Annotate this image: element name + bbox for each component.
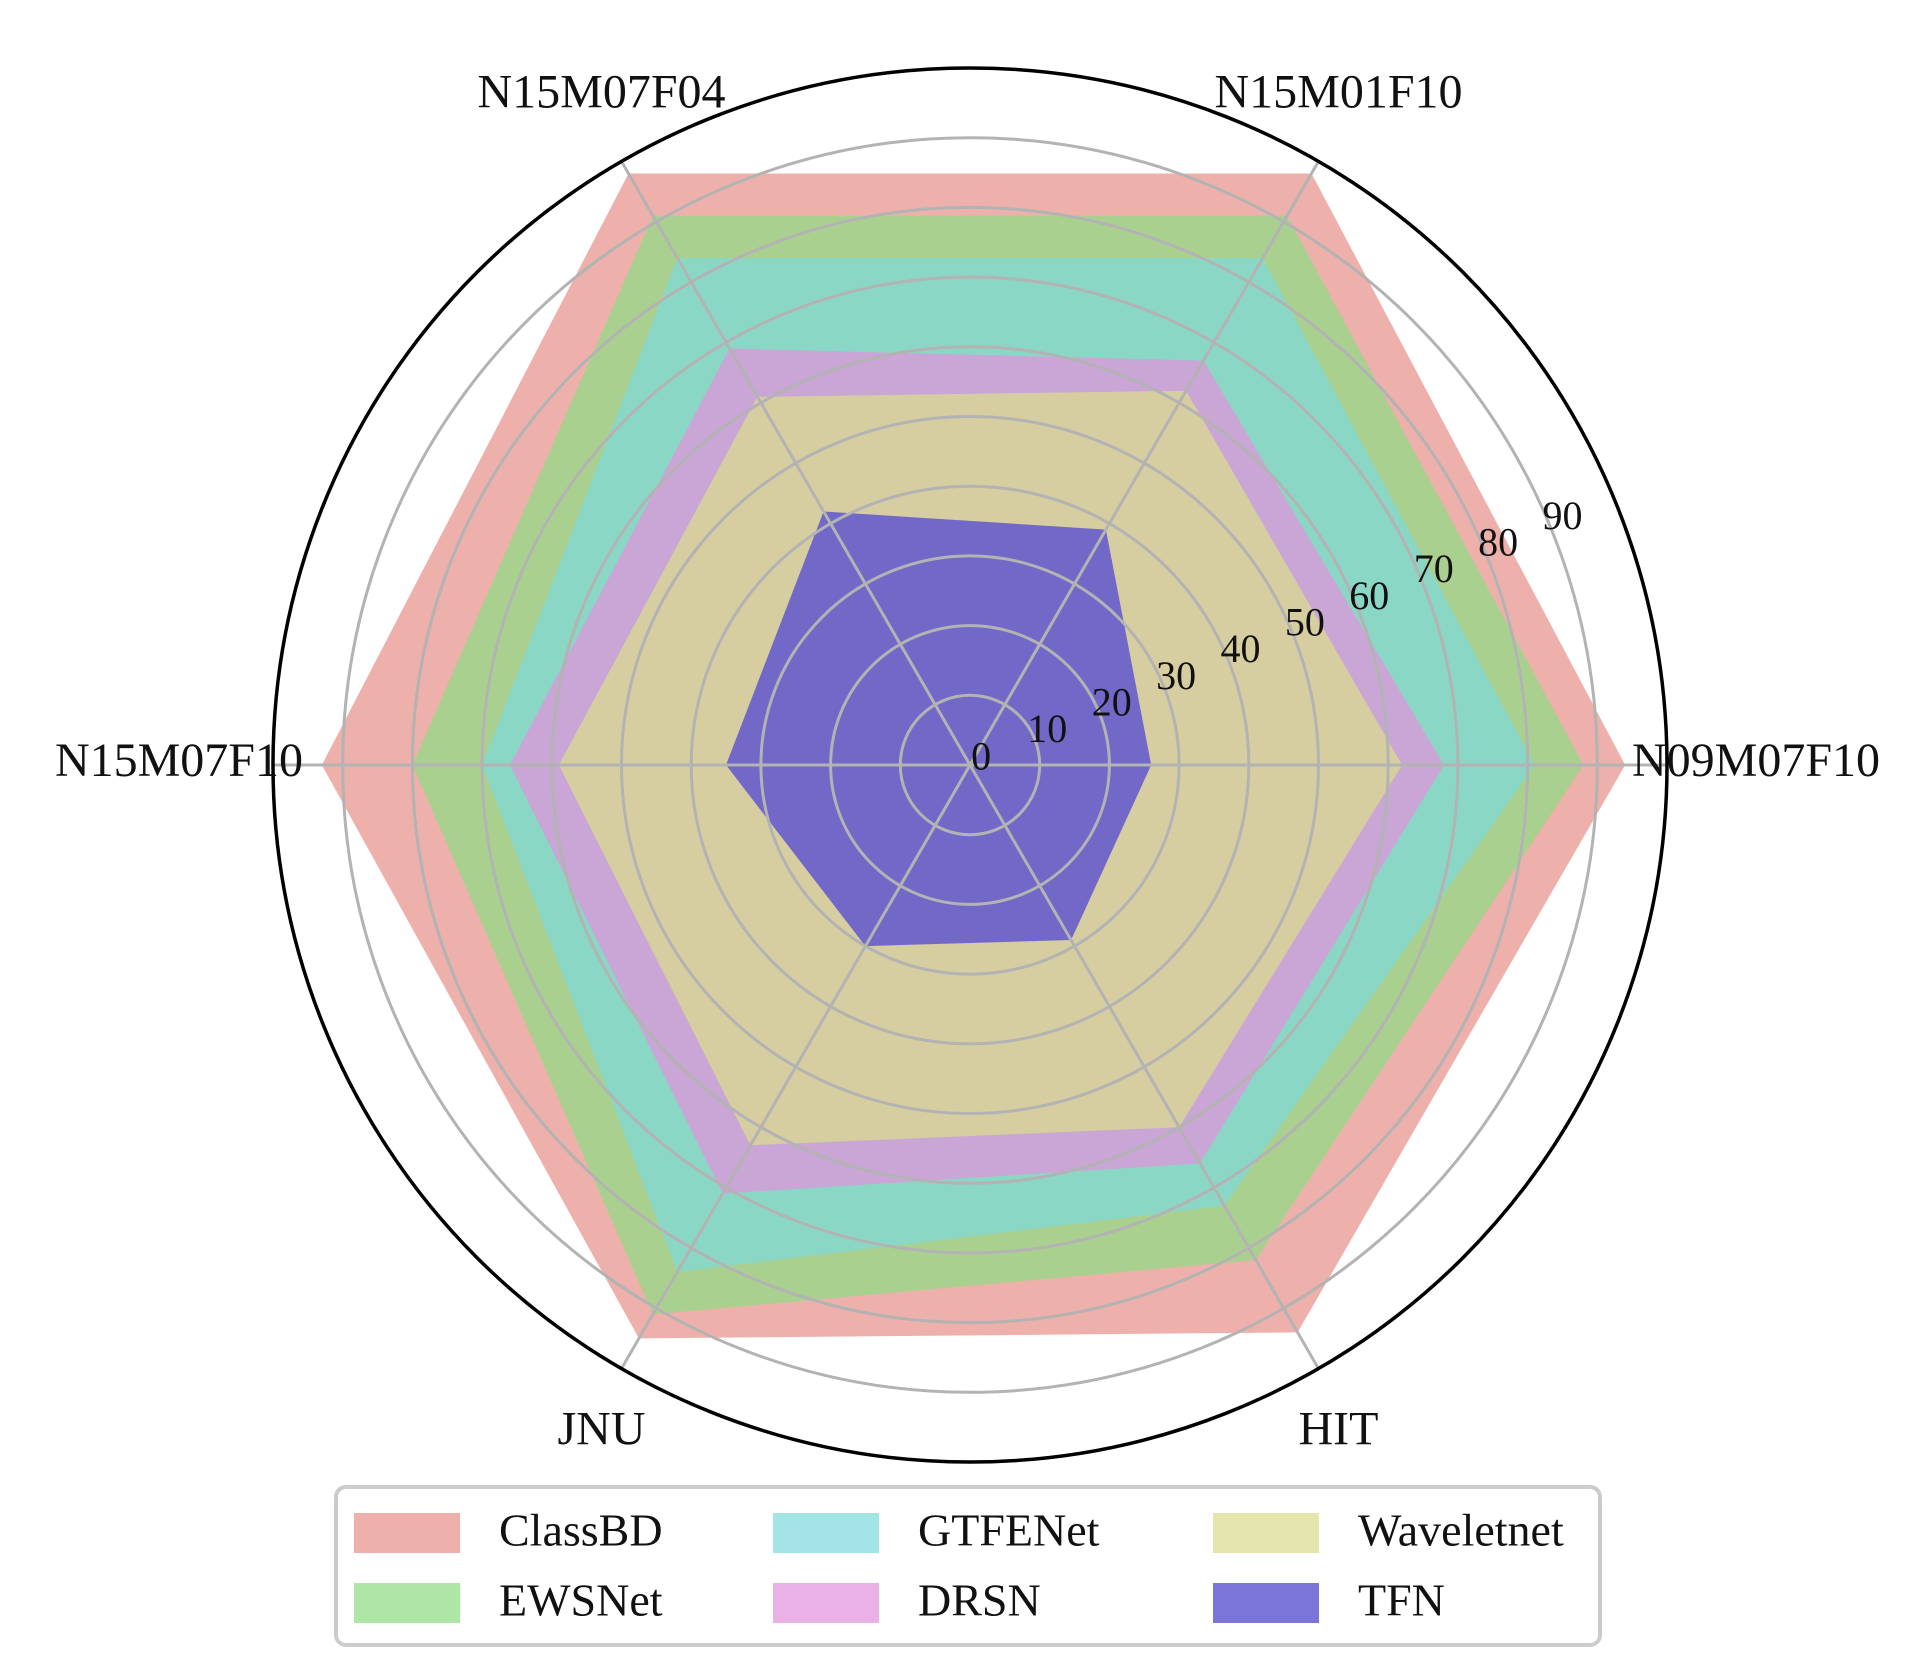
legend-label-classbd: ClassBD	[499, 1505, 663, 1556]
r-tick-label: 50	[1285, 599, 1325, 644]
grid-spoke	[968, 160, 1320, 766]
r-tick-label: 80	[1478, 519, 1518, 564]
legend-label-ewsnet: EWSNet	[499, 1575, 663, 1626]
category-label: JNU	[557, 1403, 645, 1456]
legend-label-gtfenet: GTFENet	[918, 1505, 1100, 1556]
r-tick-label: 90	[1543, 493, 1583, 538]
category-label: N15M07F10	[55, 734, 303, 787]
series-polygons	[321, 173, 1626, 1339]
legend-swatch-gtfenet	[773, 1513, 879, 1553]
r-tick-label: 20	[1092, 679, 1132, 724]
legend-swatch-waveletnet	[1213, 1513, 1319, 1553]
r-tick-label: 30	[1156, 653, 1196, 698]
category-label: N09M07F10	[1632, 734, 1880, 787]
r-tick-label: 0	[971, 734, 991, 779]
outer-frame	[271, 66, 1669, 1464]
series-polygon-tfn	[726, 511, 1152, 947]
radial-grid	[273, 136, 1667, 1394]
legend-swatch-ewsnet	[354, 1583, 460, 1623]
r-tick-label: 40	[1221, 626, 1261, 671]
grid-spoke	[620, 160, 972, 766]
legend-label-drsn: DRSN	[918, 1575, 1041, 1626]
radial-tick-labels: 0 10 20 30 40 50 60 70 80 90	[971, 493, 1582, 779]
r-tick-label: 10	[1027, 706, 1067, 751]
legend-swatch-drsn	[773, 1583, 879, 1623]
category-label: N15M07F04	[477, 65, 725, 118]
legend-label-tfn: TFN	[1358, 1575, 1445, 1626]
r-tick-label: 60	[1349, 573, 1389, 618]
legend-swatch-classbd	[354, 1513, 460, 1553]
legend-swatch-tfn	[1213, 1583, 1319, 1623]
category-label: HIT	[1299, 1403, 1379, 1456]
legend-label-waveletnet: Waveletnet	[1358, 1505, 1564, 1556]
r-tick-label: 70	[1414, 546, 1454, 591]
grid-spoke	[620, 764, 972, 1370]
grid-spoke	[968, 764, 1320, 1370]
category-label: N15M01F10	[1214, 65, 1462, 118]
